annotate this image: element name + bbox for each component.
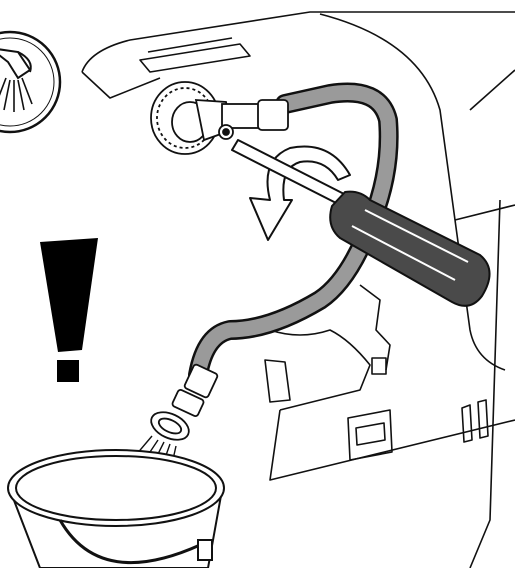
bucket-icon: [8, 450, 224, 568]
hose-nozzle: [147, 364, 218, 446]
shower-head-icon: [0, 32, 60, 132]
warning-exclamation-icon: [40, 238, 98, 382]
drain-valve: [151, 82, 288, 154]
